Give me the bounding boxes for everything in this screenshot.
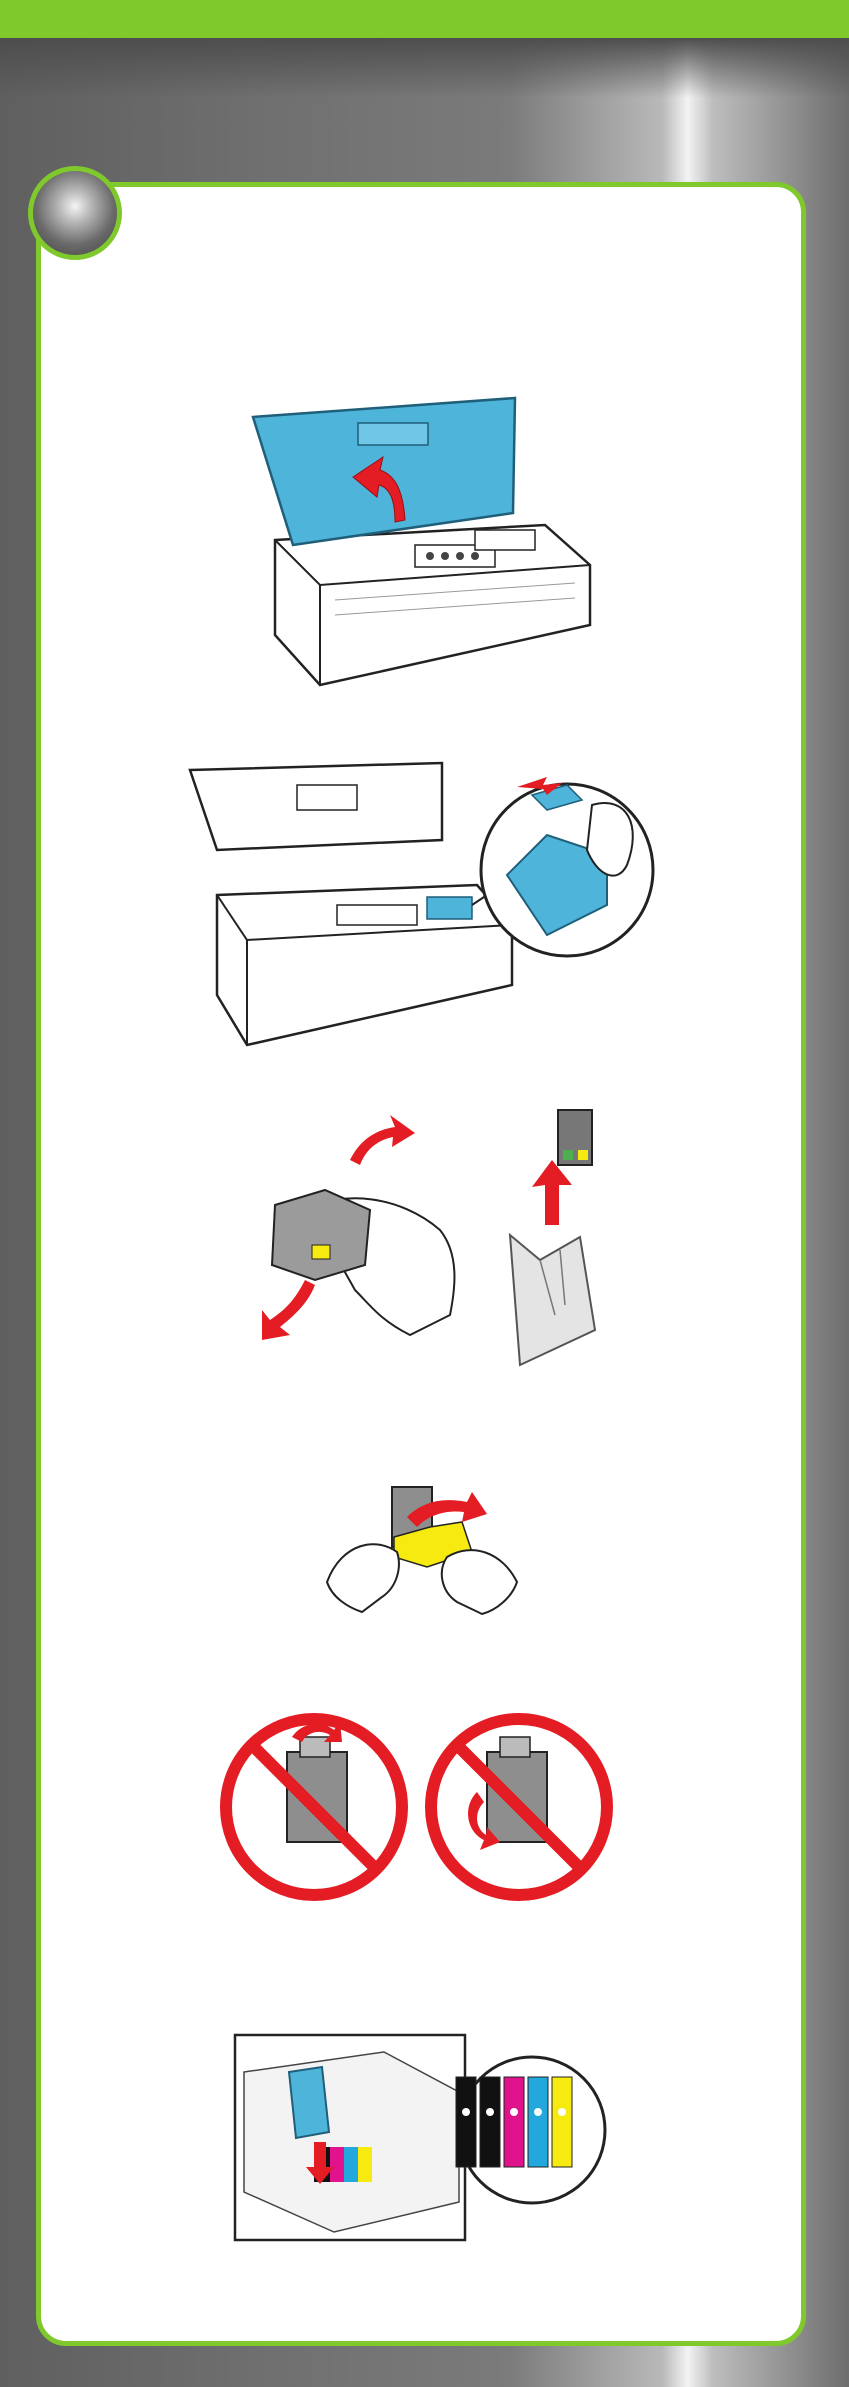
do-not-touch-green-chip-illustration (222, 1712, 622, 1907)
printer-carriage-cartridge-illustration (187, 755, 657, 1055)
header-shadow (0, 38, 849, 98)
install-cartridge-color-slots-illustration (234, 2032, 609, 2242)
prohibited-touch-chip-icon (226, 1719, 402, 1895)
shake-and-unwrap-cartridge-illustration (260, 1115, 610, 1380)
header-bar (0, 0, 849, 38)
remove-yellow-tape-illustration (322, 1482, 522, 1617)
printer-open-cover-illustration (245, 395, 595, 695)
step-number-badge-icon (28, 166, 122, 260)
prohibited-remove-valve-icon (431, 1719, 607, 1895)
